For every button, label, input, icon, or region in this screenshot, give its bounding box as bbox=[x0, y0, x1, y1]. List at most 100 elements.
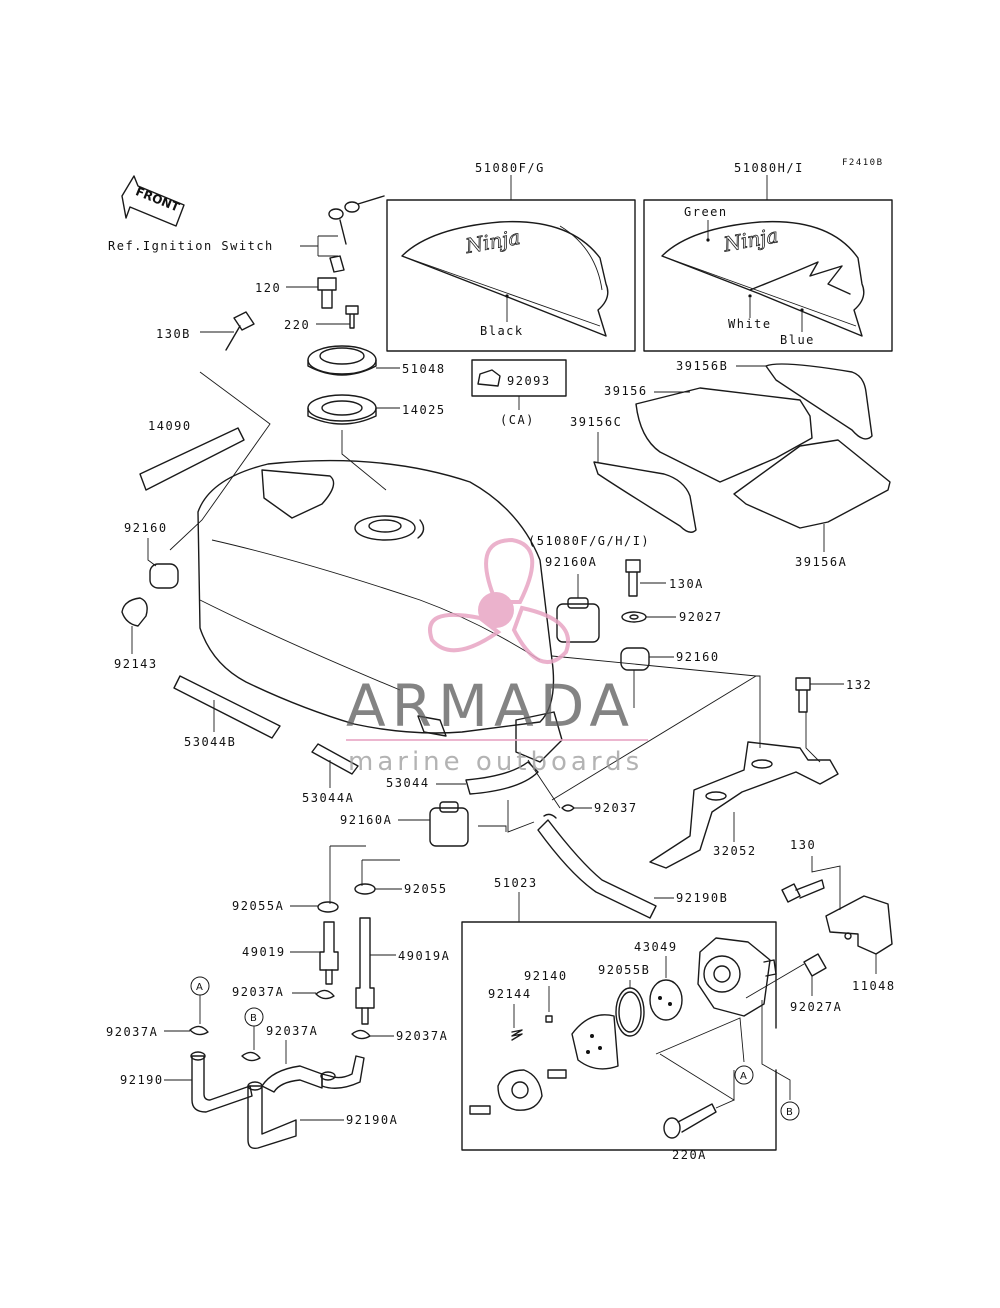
label-92037a-1: 92037A bbox=[106, 1025, 158, 1039]
label-92160-left: 92160 bbox=[124, 521, 168, 535]
label-92037a-4: 92037A bbox=[396, 1029, 448, 1043]
collar-92143-icon bbox=[121, 597, 148, 627]
decal-box-right bbox=[643, 175, 893, 352]
pad-39156a-icon bbox=[733, 439, 891, 529]
label-53044b: 53044B bbox=[184, 735, 236, 749]
label-92055b: 92055B bbox=[598, 963, 650, 977]
label-49019: 49019 bbox=[242, 945, 286, 959]
label-130b: 130B bbox=[156, 327, 191, 341]
label-39156b: 39156B bbox=[676, 359, 728, 373]
label-14025: 14025 bbox=[402, 403, 446, 417]
clip-92037a-1-icon bbox=[189, 1025, 209, 1036]
label-92037a-3: 92037A bbox=[266, 1024, 318, 1038]
label-11048: 11048 bbox=[852, 979, 896, 993]
damper-92160a-top-icon bbox=[556, 597, 600, 643]
ninja-logo-left: Ninja bbox=[463, 225, 522, 258]
label-51080fg: 51080F/G bbox=[475, 161, 545, 175]
watermark-name: ARMADA bbox=[346, 672, 635, 740]
label-51048: 51048 bbox=[402, 362, 446, 376]
callout-a-left-label: A bbox=[196, 982, 203, 993]
label-130: 130 bbox=[790, 838, 816, 852]
bolt-120-icon bbox=[317, 277, 337, 309]
cap-base-14025-icon bbox=[307, 394, 377, 425]
oring-92055b-icon bbox=[615, 987, 645, 1037]
tube-53044b-icon bbox=[173, 675, 281, 739]
hose-92190-icon bbox=[190, 1051, 253, 1113]
switch-cylinder-icon bbox=[329, 255, 345, 273]
damper-92160a-bottom-icon bbox=[429, 801, 469, 847]
oring-92055-icon bbox=[354, 883, 376, 895]
label-51080hi: 51080H/I bbox=[734, 161, 804, 175]
ref-ignition-switch-note: Ref.Ignition Switch bbox=[108, 239, 274, 253]
spring-92144-icon bbox=[511, 1029, 523, 1041]
oring-92055a-icon bbox=[317, 901, 339, 913]
bolt-130a-icon bbox=[625, 559, 641, 597]
front-arrow-icon bbox=[121, 175, 185, 227]
label-132: 132 bbox=[846, 678, 872, 692]
callout-b-right bbox=[780, 1101, 800, 1121]
bracket-32052-icon bbox=[649, 741, 839, 869]
tube-53044-icon bbox=[465, 761, 539, 795]
pipe-49019-icon bbox=[319, 921, 339, 985]
label-220: 220 bbox=[284, 318, 310, 332]
grommet-92160-right-icon bbox=[620, 647, 650, 671]
label-39156c: 39156C bbox=[570, 415, 622, 429]
fuel-cock-body-icon bbox=[697, 937, 777, 1017]
washer-92027-icon bbox=[621, 611, 647, 623]
watermark-tagline: marine outboards bbox=[348, 747, 643, 777]
ninja-logo-right: Ninja bbox=[721, 223, 780, 256]
screw-bottom-icon bbox=[469, 1105, 491, 1115]
label-51023: 51023 bbox=[494, 876, 538, 890]
clip-92037a-3-icon bbox=[241, 1051, 261, 1062]
screw-small-icon bbox=[547, 1069, 567, 1079]
gasket-43049-icon bbox=[649, 979, 683, 1021]
label-39156: 39156 bbox=[604, 384, 648, 398]
pipe-49019a-icon bbox=[355, 917, 375, 1025]
label-92140: 92140 bbox=[524, 969, 568, 983]
label-49019a: 49019A bbox=[398, 949, 450, 963]
color-white-label: White bbox=[728, 317, 772, 331]
color-green-label: Green bbox=[684, 205, 728, 219]
figure-code: F2410B bbox=[842, 158, 884, 168]
label-92037a-2: 92037A bbox=[232, 985, 284, 999]
clip-92037a-4-icon bbox=[351, 1029, 371, 1040]
pad-14090-icon bbox=[139, 427, 245, 491]
pad-39156c-icon bbox=[593, 461, 697, 533]
callout-a-right-label: A bbox=[740, 1071, 747, 1082]
front-label: FRONT bbox=[134, 184, 183, 214]
label-32052: 32052 bbox=[713, 844, 757, 858]
label-92190: 92190 bbox=[120, 1073, 164, 1087]
label-92160-right: 92160 bbox=[676, 650, 720, 664]
label-39156a: 39156A bbox=[795, 555, 847, 569]
decal-box-left bbox=[386, 175, 636, 352]
label-43049: 43049 bbox=[634, 940, 678, 954]
label-92055: 92055 bbox=[404, 882, 448, 896]
label-92055a: 92055A bbox=[232, 899, 284, 913]
knob-icon bbox=[497, 1069, 543, 1111]
fuel-cock-frame bbox=[461, 921, 777, 1151]
color-black-label: Black bbox=[480, 324, 524, 338]
pad-39156b-icon bbox=[765, 363, 873, 440]
tank-cap-51048-icon bbox=[307, 345, 377, 376]
watermark-logo-icon bbox=[428, 537, 571, 664]
label-220a: 220A bbox=[672, 1148, 707, 1162]
grommet-92160-icon bbox=[149, 563, 179, 589]
plate-11048-icon bbox=[825, 895, 893, 955]
bolt-130b-icon bbox=[225, 311, 255, 351]
label-92190b: 92190B bbox=[676, 891, 728, 905]
fuel-tank-body bbox=[197, 459, 563, 763]
label-120: 120 bbox=[255, 281, 281, 295]
label-92160a-top: 92160A bbox=[545, 555, 597, 569]
label-53044: 53044 bbox=[386, 776, 430, 790]
label-92027: 92027 bbox=[679, 610, 723, 624]
bolt-220a-icon bbox=[663, 1103, 717, 1139]
label-92144: 92144 bbox=[488, 987, 532, 1001]
collar-92027a-icon bbox=[803, 953, 827, 977]
label-92160a-bottom: 92160A bbox=[340, 813, 392, 827]
bolt-130-icon bbox=[781, 879, 825, 903]
ignition-key-icon bbox=[328, 195, 385, 245]
label-14090: 14090 bbox=[148, 419, 192, 433]
callout-a-right bbox=[734, 1065, 754, 1085]
screw-92140-icon bbox=[545, 1015, 553, 1023]
